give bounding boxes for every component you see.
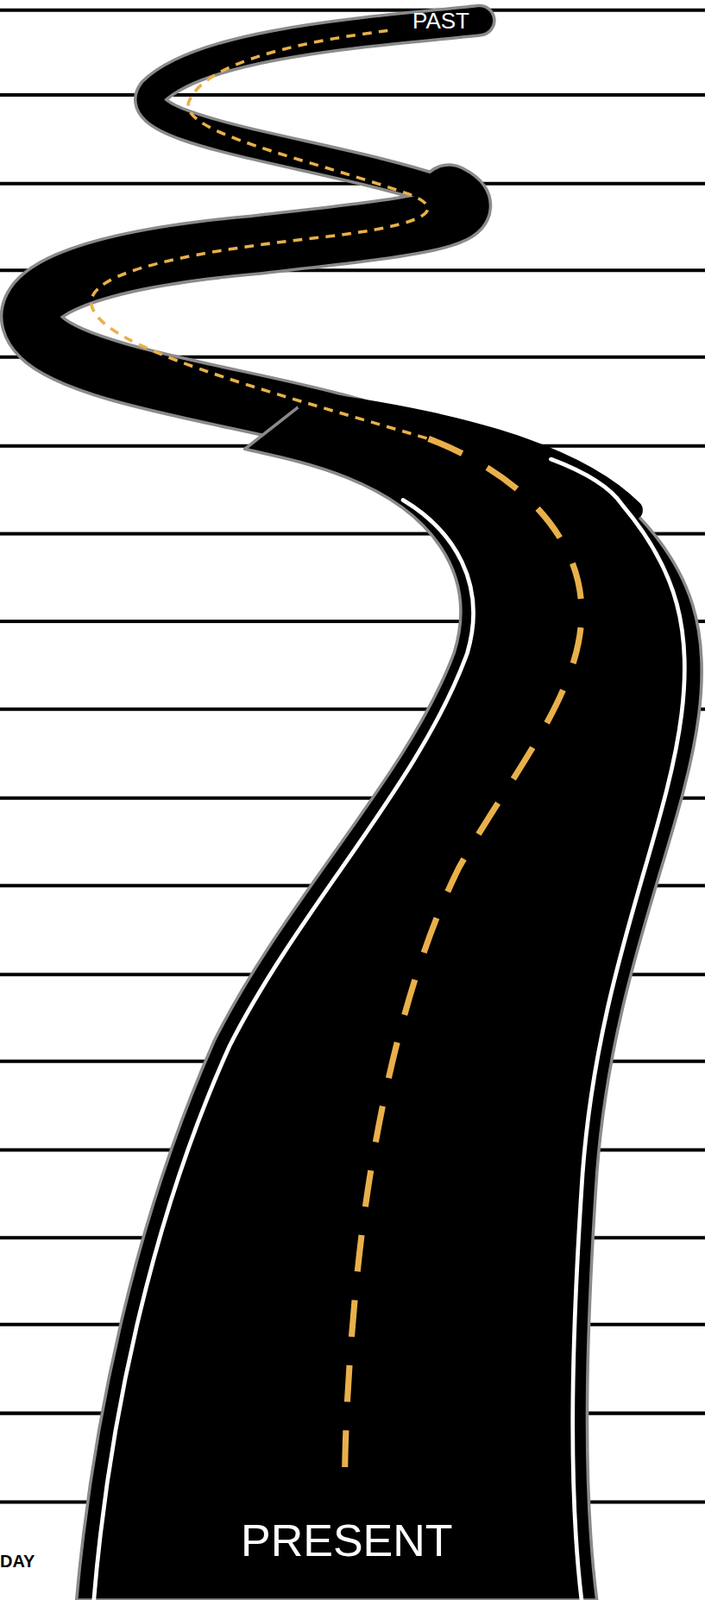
road bbox=[30, 20, 702, 1600]
present-label: PRESENT bbox=[240, 1517, 454, 1563]
day-label: DAY bbox=[0, 1552, 35, 1570]
past-label: PAST bbox=[412, 9, 470, 32]
